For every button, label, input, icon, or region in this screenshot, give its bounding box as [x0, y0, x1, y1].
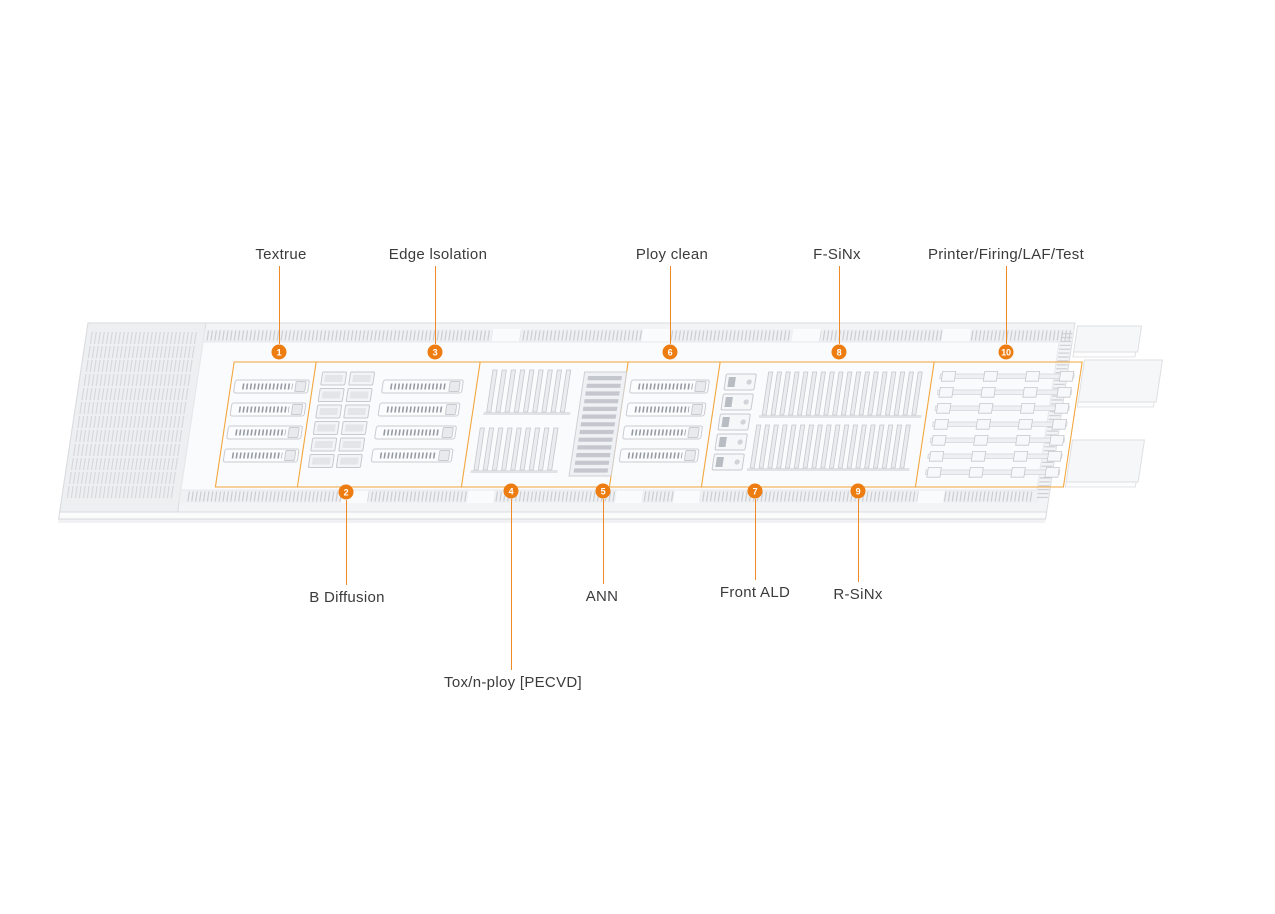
callout-label-2: B Diffusion [309, 589, 385, 606]
diffusion-stack-1 [307, 371, 348, 468]
callout-marker-10: 10 [998, 344, 1014, 360]
right-dock-2 [1077, 359, 1164, 403]
callout-label-5: ANN [585, 588, 619, 605]
callout-marker-4: 4 [503, 483, 519, 499]
callout-label-10: Printer/Firing/LAF/Test [927, 246, 1085, 263]
callout-line-8 [839, 266, 840, 344]
right-dock-3 [1065, 439, 1146, 483]
callout-label-8: F-SiNx [813, 246, 861, 263]
front-ald-machines [711, 373, 757, 471]
texture-machines [222, 379, 310, 463]
callout-line-10 [1006, 266, 1007, 344]
callout-label-1: Textrue [255, 246, 307, 263]
callout-line-9 [858, 499, 859, 582]
callout-label-3: Edge lsolation [388, 246, 488, 263]
walkway-bridges [340, 329, 972, 503]
callout-marker-6: 6 [662, 344, 678, 360]
callout-line-6 [670, 266, 671, 344]
slab-side-face [58, 511, 1048, 520]
diffusion-stack-2 [335, 371, 376, 468]
callout-marker-1: 1 [271, 344, 287, 360]
callout-line-3 [435, 266, 436, 344]
slab-shadow [57, 519, 1046, 523]
callout-label-6: Ploy clean [635, 246, 709, 263]
callout-marker-8: 8 [831, 344, 847, 360]
callout-label-7: Front ALD [719, 584, 791, 601]
callout-marker-5: 5 [595, 483, 611, 499]
f-sinx-comb [758, 371, 923, 418]
callout-marker-9: 9 [850, 483, 866, 499]
callout-line-4 [511, 499, 512, 670]
walkway-hatching [187, 330, 1072, 502]
callout-label-4: Tox/n-ploy [PECVD] [444, 674, 582, 691]
equipment-layer [222, 369, 1075, 478]
r-sinx-comb [746, 424, 911, 471]
isometric-scene [57, 322, 1164, 523]
right-docks [1064, 325, 1164, 488]
callout-marker-3: 3 [427, 344, 443, 360]
callout-marker-2: 2 [338, 484, 354, 500]
ann-rack [568, 371, 628, 477]
pecvd-comb-bottom [470, 427, 559, 473]
callout-line-2 [346, 500, 347, 585]
right-edge-hatching [1036, 333, 1073, 500]
callout-marker-7: 7 [747, 483, 763, 499]
pecvd-comb-top [483, 369, 572, 415]
process-zone-outlines [214, 361, 1083, 488]
callout-line-5 [603, 499, 604, 584]
callout-line-7 [755, 499, 756, 580]
right-dock-1 [1073, 325, 1143, 353]
ploy-clean-machines [618, 379, 710, 463]
edge-isolation-machines [370, 379, 464, 463]
callout-label-9: R-SiNx [833, 586, 883, 603]
top-walkway [203, 329, 1075, 342]
callout-line-1 [279, 266, 280, 344]
printer-firing-test-lines [924, 370, 1075, 478]
